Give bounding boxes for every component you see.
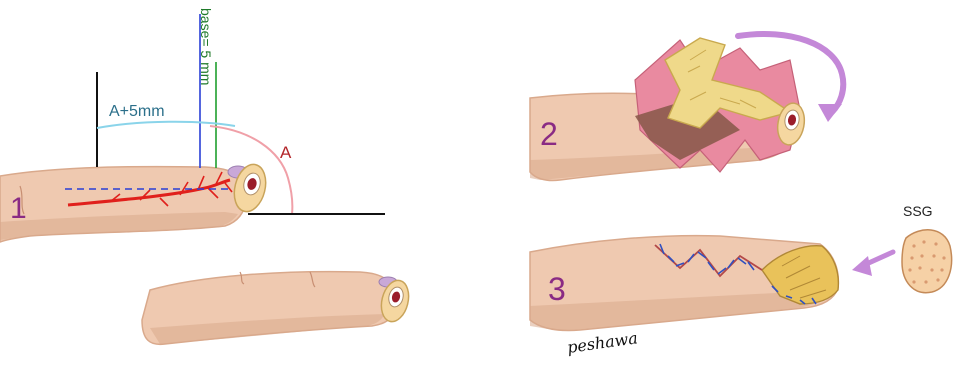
panel-1b-finger bbox=[142, 272, 413, 345]
panel-1-finger: 1 A+5mm A base= 5 mm bbox=[0, 8, 385, 242]
label-a: A bbox=[280, 143, 292, 162]
label-base-5mm: base= 5 mm bbox=[198, 8, 214, 85]
label-ssg: SSG bbox=[903, 203, 933, 219]
panel-3-sutured: SSG 3 peshawa bbox=[530, 203, 952, 357]
artist-signature: peshawa bbox=[566, 328, 639, 357]
label-a-plus-5mm: A+5mm bbox=[109, 103, 165, 120]
label-step-2: 2 bbox=[540, 116, 558, 152]
ssg-arrow-head bbox=[852, 256, 872, 276]
rotation-arrow-head bbox=[818, 104, 842, 122]
panel-2-flap: 2 bbox=[530, 34, 843, 181]
label-step-1: 1 bbox=[10, 192, 27, 225]
label-step-3: 3 bbox=[548, 271, 566, 307]
